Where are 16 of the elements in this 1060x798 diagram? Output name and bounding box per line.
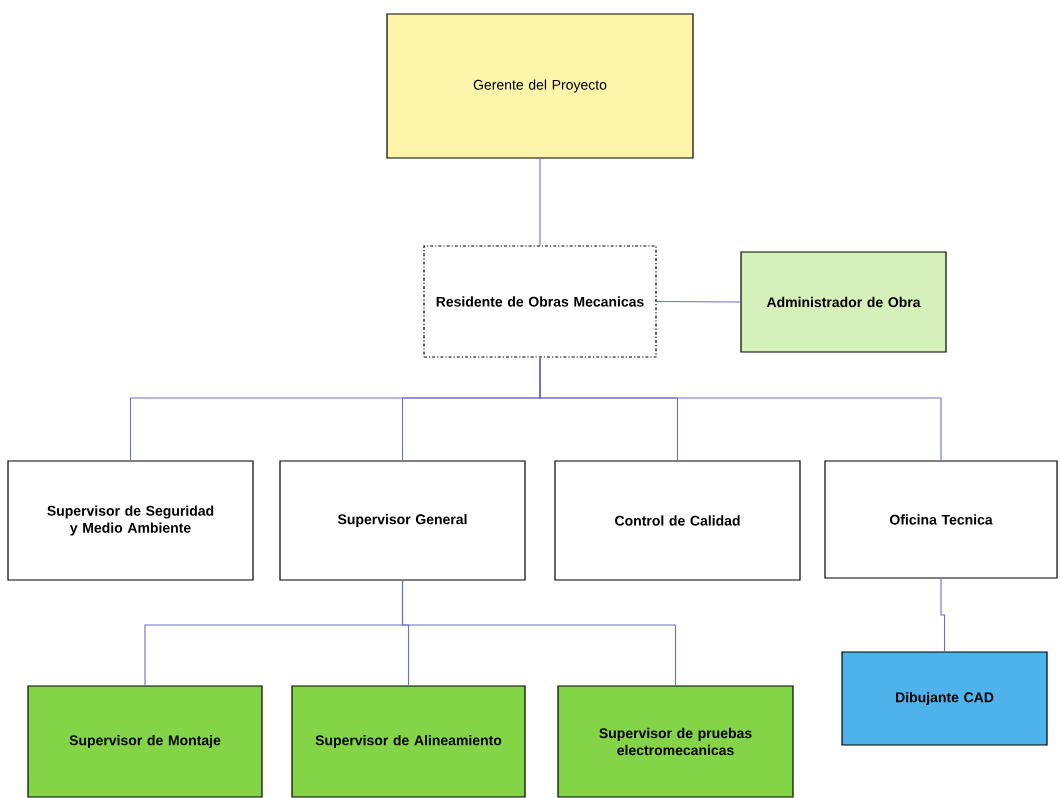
role-box: Oficina Tecnica [824, 460, 1058, 579]
connector-line [539, 158, 541, 246]
connector-line [656, 300, 741, 303]
role-box: Supervisor de Alineamiento [291, 685, 526, 798]
role-box: Dibujante CAD [841, 651, 1048, 746]
role-box: Administrador de Obra [740, 251, 947, 353]
role-box: Control de Calidad [554, 460, 801, 581]
role-box: Supervisor de Seguridad y Medio Ambiente [7, 460, 254, 581]
role-box: Supervisor General [279, 460, 526, 581]
connector-line [940, 578, 946, 652]
manager-box: Gerente del Proyecto [386, 13, 694, 159]
role-box: Supervisor de Montaje [27, 685, 263, 798]
connector-line [539, 357, 942, 461]
role-box: Supervisor de pruebas electromecanicas [557, 685, 794, 798]
role-box: Residente de Obras Mecanicas [423, 245, 657, 358]
connector-line [401, 580, 677, 686]
